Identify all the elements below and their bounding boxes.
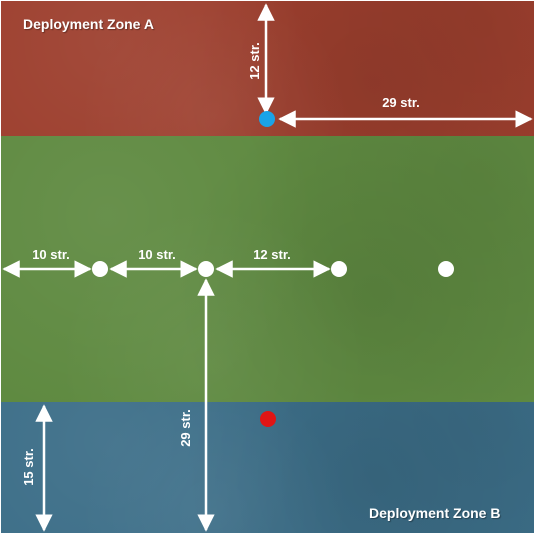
zone-b-depth-label: 15 str. — [21, 448, 36, 486]
second-to-third-label: 12 str. — [253, 247, 291, 262]
zone-b-title: Deployment Zone B — [369, 505, 501, 521]
zone-a-depth-label: 12 str. — [247, 42, 262, 80]
first-to-second-label: 10 str. — [138, 247, 176, 262]
neutral-objective-marker — [331, 261, 347, 277]
neutral-objective-marker — [198, 261, 214, 277]
zone-a-title: Deployment Zone A — [23, 16, 154, 32]
neutral-objective-marker — [438, 261, 454, 277]
neutral-objective-marker — [92, 261, 108, 277]
blue-to-edge-label: 29 str. — [382, 95, 420, 110]
second-to-bottom-label: 29 str. — [178, 409, 193, 447]
blue-objective-marker — [259, 111, 275, 127]
red-objective-marker — [260, 411, 276, 427]
left-edge-to-first-label: 10 str. — [32, 247, 70, 262]
